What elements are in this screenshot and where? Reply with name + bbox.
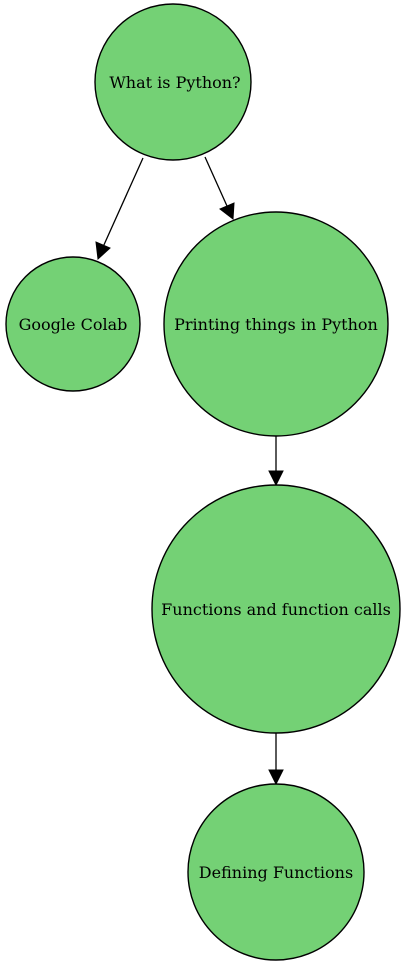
edge-line: [204, 156, 228, 207]
node-label: Printing things in Python: [174, 315, 378, 334]
node-printing-things: Printing things in Python: [163, 211, 389, 437]
node-circle: [5, 256, 141, 392]
edge-printing-things-to-functions-calls: [268, 435, 284, 487]
node-functions-calls: Functions and function calls: [151, 484, 401, 734]
node-what-is-python: What is Python?: [94, 3, 252, 161]
edge-line: [102, 157, 144, 248]
node-circle: [163, 211, 389, 437]
node-label: What is Python?: [109, 73, 240, 92]
node-google-colab: Google Colab: [5, 256, 141, 392]
node-label: Functions and function calls: [161, 600, 391, 619]
edge-what-is-python-to-printing-things: [204, 156, 235, 220]
node-defining-functions: Defining Functions: [187, 783, 365, 961]
arrowhead: [268, 769, 284, 786]
node-label: Google Colab: [19, 315, 128, 334]
node-label: Defining Functions: [199, 863, 353, 882]
node-circle: [187, 783, 365, 961]
arrowhead: [268, 470, 284, 487]
arrowhead: [219, 202, 235, 220]
arrowhead: [95, 241, 111, 261]
diagram-edges: [95, 156, 284, 786]
node-circle: [94, 3, 252, 161]
edge-what-is-python-to-google-colab: [95, 157, 144, 261]
edge-functions-calls-to-defining-functions: [268, 732, 284, 786]
diagram-nodes: What is Python? Google Colab Printing th…: [5, 3, 401, 961]
node-circle: [151, 484, 401, 734]
